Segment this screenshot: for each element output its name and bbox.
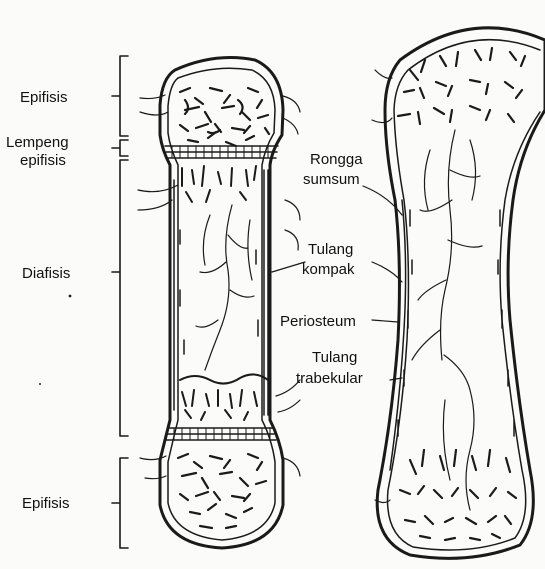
leader-tulang-kompak-right [372, 262, 402, 282]
left-bottom-epiphysis-texture [178, 454, 266, 528]
right-marrow-vessels [412, 130, 482, 510]
left-compact-bone [174, 170, 268, 415]
label-tulang-trabekular-line2: trabekular [296, 370, 363, 387]
bracket-epifisis-bottom [112, 458, 128, 548]
label-tulang-kompak-line2: kompak [302, 261, 355, 278]
left-diaphysis-trabecular-bottom [180, 374, 268, 420]
right-top-spongy-texture [398, 48, 525, 124]
left-lower-growth-plate [166, 428, 276, 440]
label-epifisis-top: Epifisis [20, 89, 68, 106]
label-tulang-kompak-line1: Tulang [308, 241, 353, 258]
left-upper-growth-plate [165, 146, 278, 158]
left-diaphysis-vessels [138, 185, 300, 370]
label-tulang-trabekular-line1: Tulang [312, 349, 357, 366]
label-rongga-line1: Rongga [310, 151, 363, 168]
right-outer-vessels [372, 70, 392, 503]
bracket-lempeng [112, 140, 128, 156]
left-brackets [112, 56, 128, 548]
right-bone [372, 28, 545, 559]
label-periosteum: Periosteum [280, 313, 356, 330]
left-bone-inner-outline [168, 68, 275, 540]
left-bone [138, 58, 300, 548]
label-lempeng-line1: Lempeng [6, 134, 69, 151]
leader-periosteum [372, 320, 398, 322]
label-rongga-line2: sumsum [303, 171, 360, 188]
label-lempeng-line2: epifisis [20, 152, 66, 169]
left-top-epiphysis-texture [180, 88, 269, 146]
right-bottom-spongy-texture [400, 450, 516, 540]
leader-tulang-kompak-left [272, 262, 305, 272]
bracket-diafisis [112, 160, 128, 436]
right-bone-outline [377, 28, 545, 559]
right-bone-inner-outline [388, 40, 540, 550]
bracket-epifisis-top [112, 56, 128, 136]
label-epifisis-bottom: Epifisis [22, 495, 70, 512]
label-diafisis: Diafisis [22, 265, 70, 282]
scan-specks [39, 295, 71, 385]
left-diaphysis-trabecular-top [182, 166, 256, 202]
